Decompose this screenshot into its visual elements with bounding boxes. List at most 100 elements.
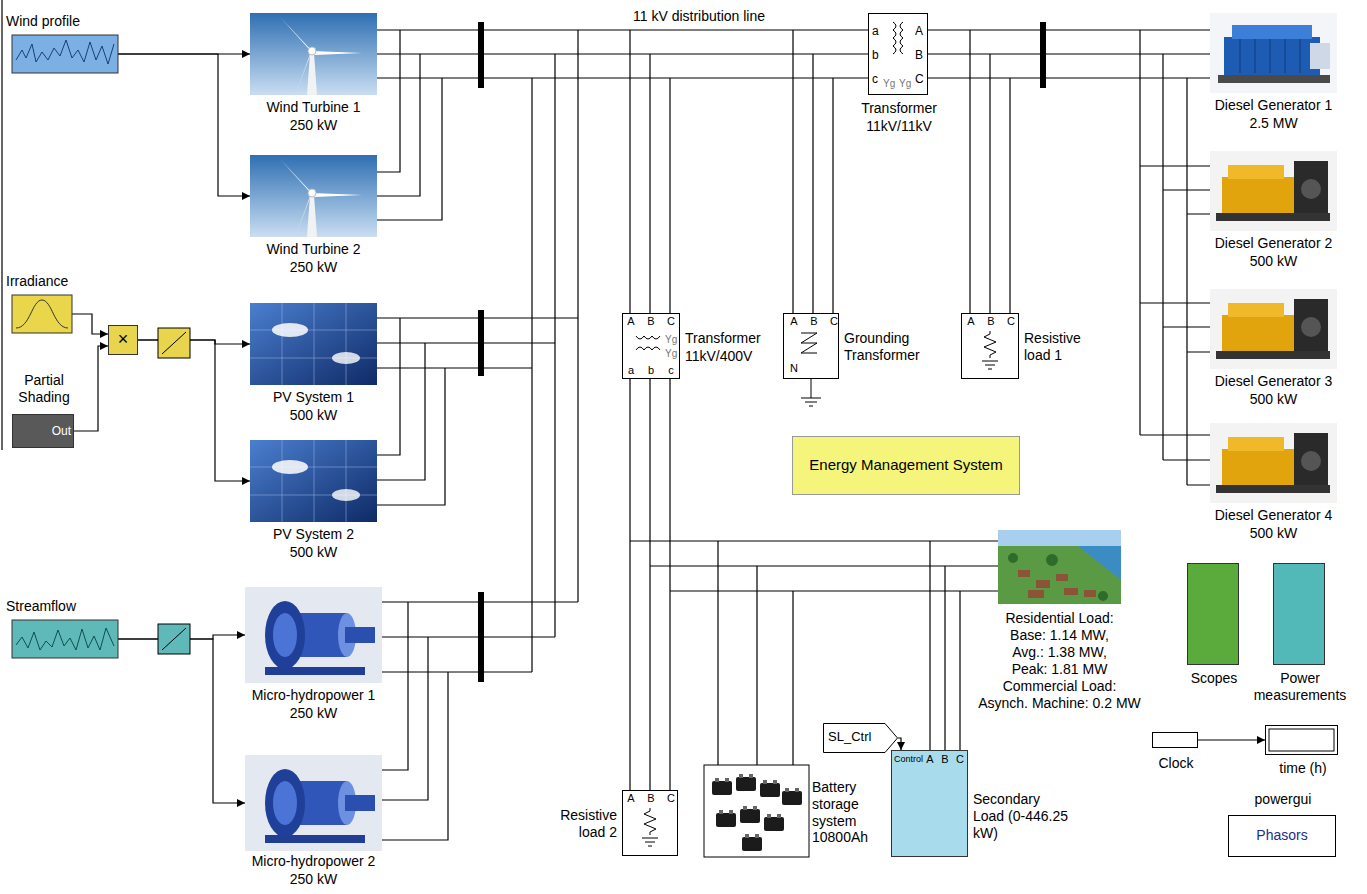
grounding-transformer: ABCNGrounding Transformer [783,313,839,379]
trees [1008,553,1108,601]
ems-box: Energy Management System [792,436,1020,495]
signal-source: Irradiance [12,295,72,333]
micro-hydro: Micro-hydropower 1250 kW [245,587,382,683]
battery-picture [704,765,809,857]
waveform [16,628,114,650]
node-label: C [1003,315,1019,328]
node-label: Asynch. Machine: 0.2 MW [954,695,1165,712]
signal-line [118,639,245,803]
node-label: 11kV/11kV [849,118,949,135]
resistor-symbol [642,808,658,846]
signal-arrow [1198,736,1265,744]
node-label: Commercial Load: [954,678,1165,695]
power-wires [2,0,1210,840]
node-label: Control [894,754,928,765]
node-label: Diesel Generator 4 [1190,507,1357,524]
wind-turbine-picture [250,13,377,95]
node-label: a [872,24,882,38]
resistive-load: ABCResistive load 2 [622,790,678,856]
diesel-generator: Diesel Generator 4500 kW [1210,423,1337,503]
diesel-picture [1210,423,1337,503]
node-label: Diesel Generator 3 [1190,373,1357,390]
tag-shape [824,724,898,753]
battery-cell [740,806,760,823]
signal-arrow [72,314,108,338]
node-label: Wind Turbine 2 [230,241,397,258]
arrow-head [100,330,108,338]
node-label: A [963,315,979,328]
battery-cell [760,780,780,797]
node-label: Energy Management System [809,456,1002,474]
signal-arrow [74,342,108,431]
node-label: Micro-hydropower 2 [225,853,402,870]
node-label: B [643,792,659,805]
node-label: b [872,48,882,62]
hydro-picture [245,755,382,851]
load-picture: Residential Load:Base: 1.14 MW,Avg.: 1.3… [998,530,1121,604]
node-label: c [872,72,882,86]
node-label: B [940,753,950,766]
battery-cell [742,834,762,851]
gain-block [158,328,190,358]
node-label: 250 kW [230,259,397,276]
node-label: A [786,315,802,328]
clock-block: Clock [1152,732,1198,748]
gain-symbol [162,332,186,354]
diesel-generator: Diesel Generator 2500 kW [1210,151,1337,231]
node-label: 500 kW [1190,391,1357,408]
node-label: b [643,364,659,377]
pv-picture [250,440,377,522]
node-label: PV System 1 [230,389,397,406]
resistive-load: ABCResistive load 1 [961,313,1019,379]
diesel-generator: Diesel Generator 3500 kW [1210,289,1337,369]
node-label: 250 kW [225,705,402,722]
bus-bar [478,22,1046,682]
signal-line [74,346,108,431]
arrow-head [897,742,905,750]
node-label: Micro-hydropower 1 [225,687,402,704]
node-label: PV System 2 [230,526,397,543]
node-label: Yg [899,78,915,90]
signal-arrow [118,639,245,807]
node-label: Wind profile [6,13,136,30]
node-label: × [109,329,137,351]
village-picture [998,530,1121,604]
node-label: Resistive load 2 [541,807,617,841]
product-block: × [108,325,138,355]
hydro-picture [245,587,382,683]
node-label: Yg [665,348,679,360]
signal-line [138,340,250,481]
diesel-picture [1210,151,1337,231]
arrow-head [242,50,250,58]
node-label: Transformer [685,330,785,347]
node-label: Diesel Generator 1 [1190,97,1357,114]
node-label: a [623,364,639,377]
node-label: 2.5 MW [1190,115,1357,132]
node-label: Transformer [849,100,949,117]
node-label: N [786,362,802,375]
signal-line [72,314,108,334]
pv-system: PV System 2500 kW [250,440,377,522]
pv-picture [250,303,377,385]
signal-source: Wind profile [12,35,118,73]
node-label: 11kV/400V [685,348,785,365]
signal-arrow [138,340,250,348]
transformer-box: ABCabcYgYgTransformer11kV/400V [622,313,680,379]
wind-turbine: Wind Turbine 1250 kW [250,13,377,95]
node-label: 500 kW [1190,253,1357,270]
node-label: B [643,315,659,328]
pv-system: PV System 1500 kW [250,303,377,385]
node-label: C [915,72,927,86]
node-label: A [623,315,639,328]
node-label: Clock [1136,755,1216,772]
signal-arrow [138,340,250,485]
goto-tag: SL_Ctrl [823,723,898,753]
signal-arrow [118,54,250,200]
node-label: B [983,315,999,328]
arrow-head [242,192,250,200]
signal-source: Streamflow [12,620,118,658]
node-label: time (h) [1253,760,1353,777]
sea [1078,546,1121,580]
signal-arrow [897,738,905,750]
node-label: C [663,792,679,805]
